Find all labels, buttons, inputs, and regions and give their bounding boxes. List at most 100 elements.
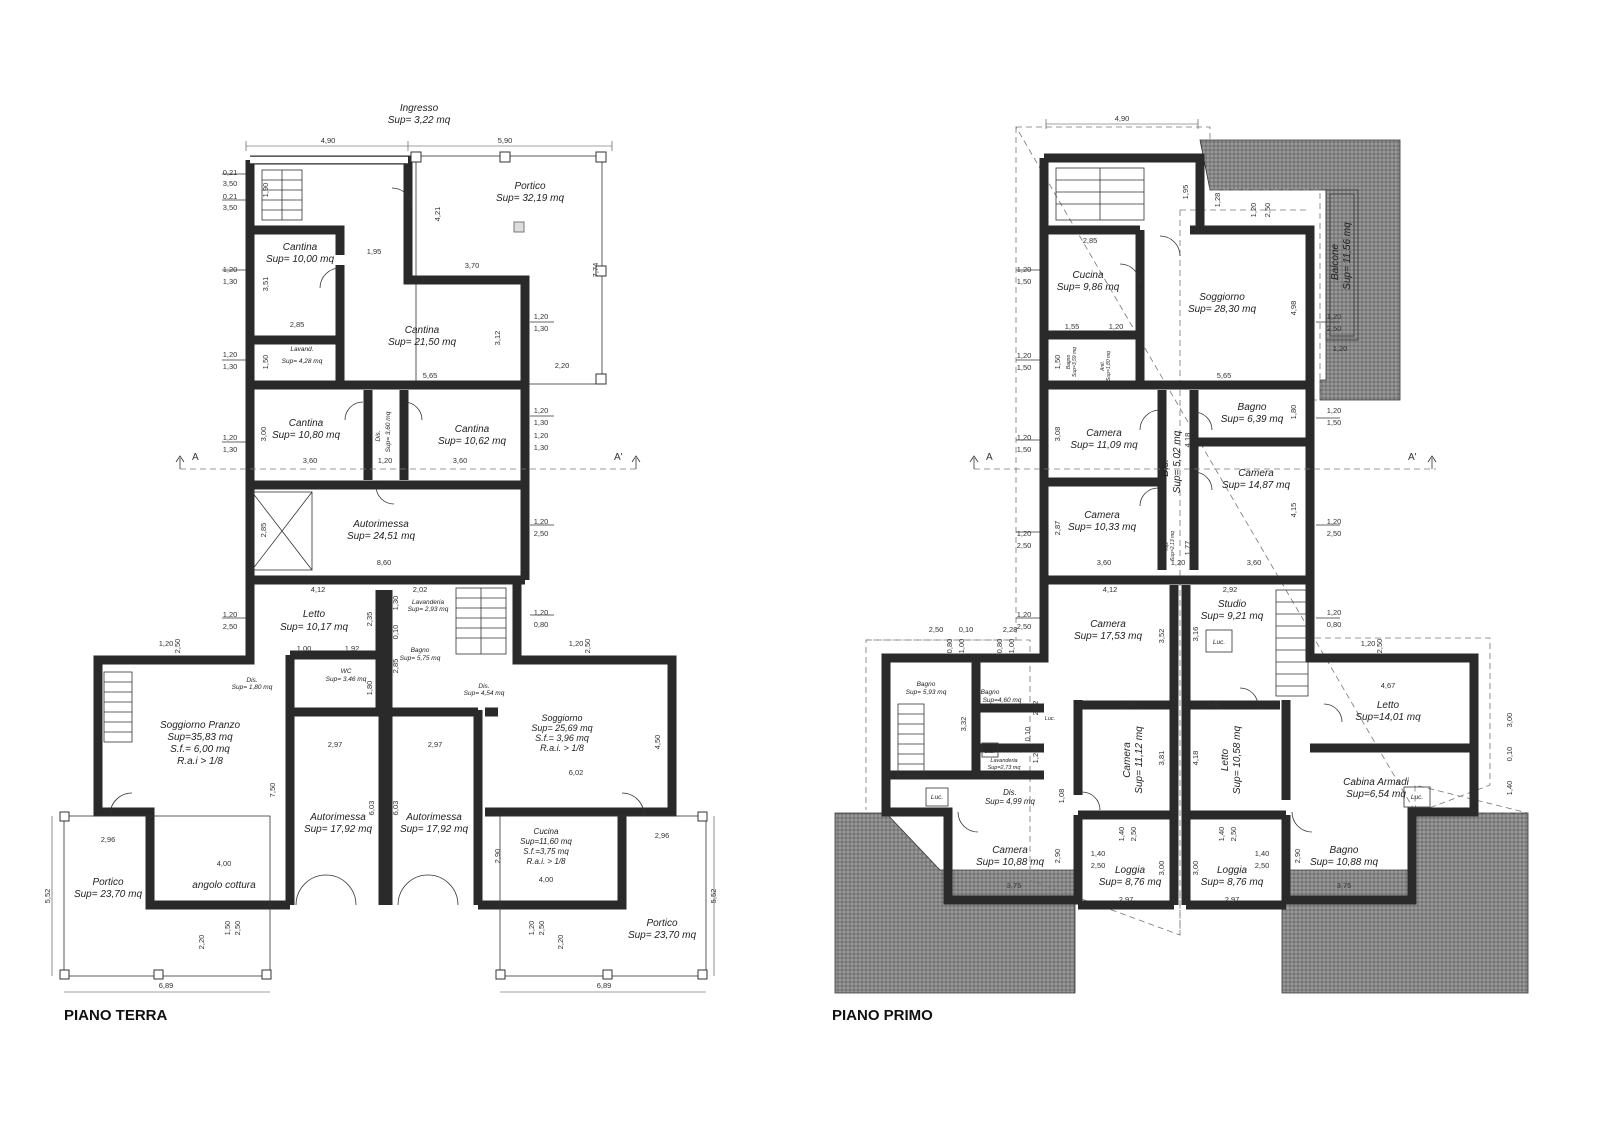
room-area: Sup= 10,58 mq — [1232, 726, 1243, 795]
dimension-label: 4,18 — [1191, 751, 1200, 766]
skylight-label: Luc. — [1213, 639, 1225, 646]
ground-room-labels: Ingresso Sup= 3,22 mq Portico Sup= 32,19… — [74, 103, 697, 941]
room-area: Sup= 1,80 mq — [232, 684, 273, 691]
dimension-label: 5,65 — [423, 371, 438, 380]
dimension-label: 1,20 — [378, 456, 393, 465]
room-area: Sup= 4,54 mq — [464, 690, 505, 697]
dimension-label: 1,20 — [1017, 433, 1032, 442]
room-name: Studio — [1218, 599, 1247, 610]
dimension-label: 1,20 — [1361, 639, 1376, 648]
first-dimensions: 4,90 1,95 1,28 1,20 2,50 2,85 1,20 1,50 … — [929, 114, 1514, 904]
room-area: Sup= 3,46 mq — [326, 676, 367, 683]
room-area: Sup= 9,21 mq — [1201, 611, 1264, 622]
dimension-label: 0,21 — [223, 168, 238, 177]
dimension-label: 1,50 — [261, 355, 270, 370]
room-area: Sup=1,80 mq — [1106, 351, 1112, 381]
dimension-label: 2,50 — [1375, 639, 1384, 654]
dimension-label: 1,30 — [534, 418, 549, 427]
dimension-label: 3,51 — [261, 277, 270, 292]
dimension-label: 1,40 — [1217, 827, 1226, 842]
dimension-label: 2,50 — [1263, 203, 1272, 218]
dimension-label: 1,55 — [1065, 322, 1080, 331]
dimension-label: 1,20 — [223, 265, 238, 274]
dimension-label: 1,92 — [345, 644, 360, 653]
dimension-label: 1,40 — [1255, 849, 1270, 858]
dimension-label: 1,08 — [1057, 789, 1066, 804]
section-mark-a-first: A — [986, 452, 993, 463]
dimension-label: 4,12 — [1103, 585, 1118, 594]
dimension-label: 6,03 — [391, 801, 400, 816]
dimension-label: 2,20 — [197, 935, 206, 950]
room-name: Bagno — [1066, 355, 1072, 370]
dimension-label: 7,74 — [591, 263, 600, 278]
dimension-label: 0,10 — [1023, 727, 1032, 742]
dimension-label: 3,00 — [1191, 861, 1200, 876]
dimension-label: 5,52 — [709, 889, 718, 904]
dimension-label: 0,21 — [223, 192, 238, 201]
dimension-label: 5,90 — [498, 136, 513, 145]
room-area: Sup= 10,80 mq — [272, 430, 341, 441]
dimension-label: 0,80 — [945, 639, 954, 654]
stairs-ground-center — [455, 587, 507, 655]
room-name: Cucina — [534, 827, 559, 836]
dimension-label: 2,97 — [1225, 895, 1240, 904]
room-rai: R.a.i. > 1/8 — [540, 743, 584, 753]
room-area: Sup= 10,17 mq — [280, 622, 349, 633]
dimension-label: 1,50 — [1017, 277, 1032, 286]
dimension-label: 4,90 — [321, 136, 336, 145]
room-name: Dis. — [1160, 459, 1171, 476]
room-area: Sup=14,01 mq — [1355, 712, 1421, 723]
dimension-label: 1,20 — [1017, 529, 1032, 538]
room-area: Sup= 23,70 mq — [628, 930, 697, 941]
dimension-label: 2,02 — [413, 585, 428, 594]
dimension-label: 1,80 — [1289, 405, 1298, 420]
dimension-label: 3,70 — [465, 261, 480, 270]
room-area: Sup=2,73 mq — [988, 765, 1022, 771]
dimension-label: 0,80 — [534, 620, 549, 629]
dimension-label: 1,00 — [297, 644, 312, 653]
stairs-first-north — [1055, 167, 1145, 221]
room-area: Sup= 10,62 mq — [438, 436, 507, 447]
room-name: Rip. — [1164, 542, 1170, 551]
dimension-label: 3,52 — [1157, 629, 1166, 644]
dimension-label: 1,20 — [534, 406, 549, 415]
room-name: Cantina — [289, 418, 324, 429]
dimension-label: 6,89 — [597, 981, 612, 990]
room-area: Sup= 10,33 mq — [1068, 522, 1137, 533]
room-name: Camera — [992, 845, 1028, 856]
dimension-label: 1,82 — [1207, 699, 1222, 708]
room-name: Ingresso — [400, 103, 439, 114]
dimension-label: 6,89 — [159, 981, 174, 990]
dimension-label: 2,28 — [1003, 625, 1018, 634]
room-area: Sup= 6,39 mq — [1221, 414, 1284, 425]
skylight-label: Luc. — [1411, 794, 1423, 801]
room-area: Sup= 8,76 mq — [1099, 877, 1162, 888]
room-area: Sup=35,83 mq — [167, 732, 233, 743]
dimension-label: 4,00 — [217, 859, 232, 868]
room-name: Dis. — [1003, 788, 1017, 797]
dimension-label: 2,35 — [365, 612, 374, 627]
dimension-label: 2,96 — [101, 835, 116, 844]
room-name: WC — [341, 668, 352, 675]
room-area: Sup= 14,87 mq — [1222, 480, 1291, 491]
dimension-label: 1,50 — [1053, 355, 1062, 370]
dimension-label: 3,75 — [1337, 881, 1352, 890]
room-name: Camera — [1122, 742, 1133, 778]
dimension-label: 4,21 — [433, 207, 442, 222]
dimension-label: 1,20 — [1249, 203, 1258, 218]
room-name: Loggia — [1115, 865, 1145, 876]
room-name: Cantina — [455, 424, 490, 435]
dimension-label: 1,20 — [534, 312, 549, 321]
dimension-label: 2,90 — [1053, 849, 1062, 864]
ground-dimensions: 4,90 5,90 0,21 3,50 0,21 3,50 1,90 4,21 … — [43, 136, 718, 990]
room-name: Letto — [1377, 700, 1400, 711]
dimension-label: 2,97 — [428, 740, 443, 749]
room-area: Sup= 24,51 mq — [347, 531, 416, 542]
room-area: Sup= 25,69 mq — [531, 723, 592, 733]
room-area: Sup= 28,30 mq — [1188, 304, 1257, 315]
dimension-label: 1,30 — [223, 362, 238, 371]
dimension-label: 2,50 — [1327, 529, 1342, 538]
dimension-label: 2,90 — [493, 849, 502, 864]
dimension-label: 4,00 — [539, 875, 554, 884]
dimension-label: 1,30 — [223, 277, 238, 286]
